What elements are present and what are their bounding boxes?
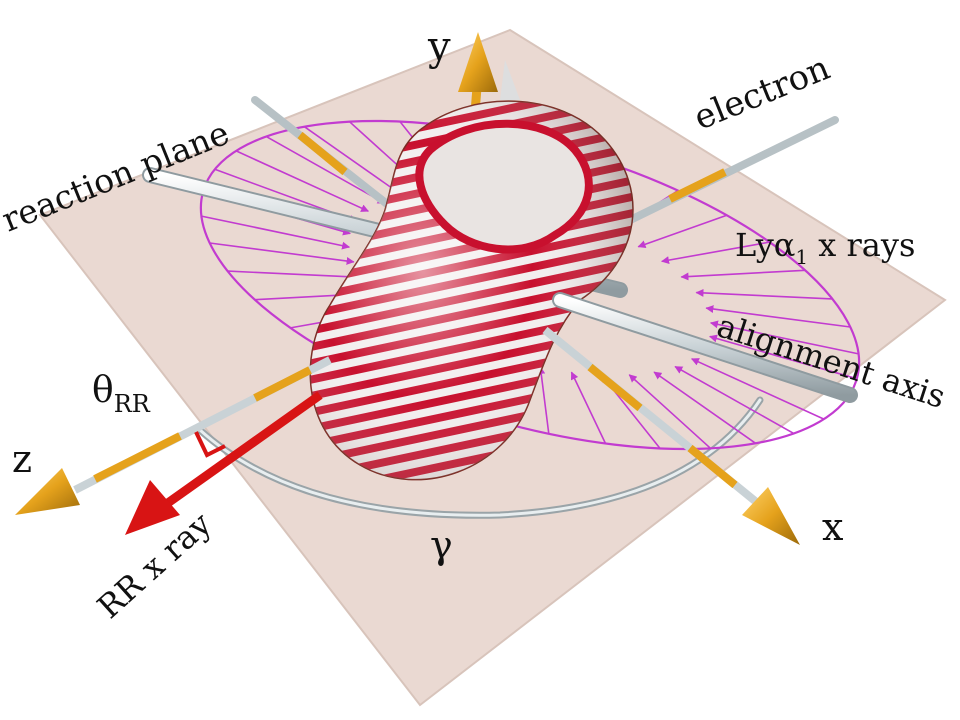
radial-emission-arrow	[674, 365, 795, 435]
radial-emission-arrow	[709, 320, 859, 355]
rr-xray-arrow	[125, 391, 323, 535]
alignment-axis-rod	[552, 292, 858, 403]
y-axis-label: y	[427, 24, 451, 70]
radial-emission-arrow	[695, 288, 833, 300]
radial-emission-arrow	[628, 374, 712, 449]
radial-emission-arrow	[661, 241, 770, 265]
electron-label: electron	[688, 48, 835, 138]
radial-emission-arrow	[637, 214, 728, 249]
radial-emission-arrow	[227, 270, 365, 282]
theta-rr-label: θRR	[92, 370, 151, 418]
radial-emission-arrow	[680, 269, 806, 281]
lya1-xrays-label: Lyα1 x rays	[735, 226, 915, 269]
radial-emission-arrow	[537, 366, 550, 434]
radial-emission-arrow	[653, 371, 757, 444]
radial-emission-arrow	[690, 358, 825, 420]
x-axis-arrow	[542, 326, 800, 545]
x-axis-label: x	[822, 505, 843, 549]
radial-emission-arrow	[265, 135, 386, 205]
gamma-label: γ	[430, 523, 453, 567]
radial-emission-arrow	[235, 150, 370, 212]
z-axis-arrow	[15, 356, 332, 515]
radial-emission-arrow	[709, 334, 858, 380]
z-axis-label: z	[12, 437, 32, 481]
alignment-shell	[309, 100, 634, 481]
radial-emission-arrow	[570, 371, 607, 444]
radial-emission-arrow	[303, 126, 407, 199]
radial-emission-arrow	[201, 215, 351, 250]
radial-emission-arrow	[209, 242, 355, 265]
radial-emission-arrow	[705, 305, 851, 328]
